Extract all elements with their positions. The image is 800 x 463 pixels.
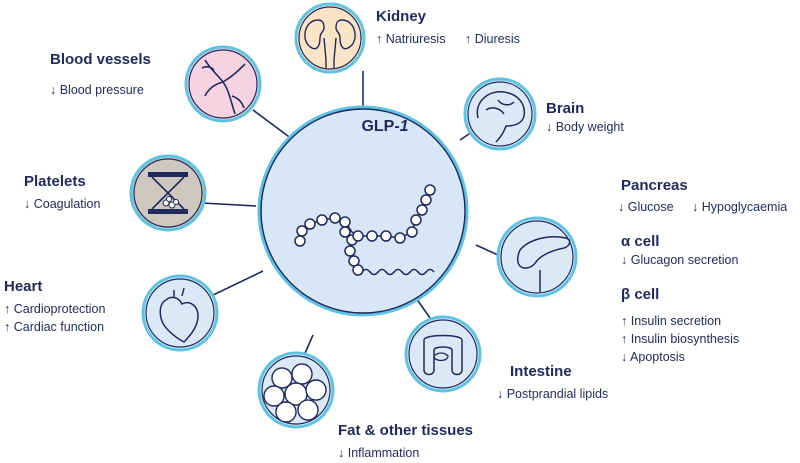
connector-blood-vessels bbox=[252, 109, 293, 140]
fat-cells-icon bbox=[257, 351, 335, 429]
pancreas-title: Pancreas bbox=[621, 177, 688, 194]
beta-cell-effect-apoptosis: ↓ Apoptosis bbox=[621, 350, 685, 364]
beta-cell-title: β cell bbox=[621, 286, 660, 303]
intestine-icon bbox=[404, 315, 482, 393]
blood-vessels-title: Blood vessels bbox=[50, 51, 151, 68]
alpha-cell-title: α cell bbox=[621, 233, 660, 250]
brain-icon bbox=[463, 77, 537, 151]
blood-vessels-effect: ↓ Blood pressure bbox=[50, 83, 144, 97]
brain-effect: ↓ Body weight bbox=[546, 120, 624, 134]
kidney-effect-diuresis: ↑ Diuresis bbox=[465, 32, 520, 46]
center-label: GLP-1 bbox=[361, 118, 409, 135]
connector-heart bbox=[206, 270, 264, 299]
peptide-chain-icon bbox=[294, 184, 436, 276]
platelets-effect: ↓ Coagulation bbox=[24, 197, 101, 211]
heart-icon bbox=[141, 274, 219, 352]
pancreas-icon bbox=[496, 216, 578, 298]
connector-platelets bbox=[201, 202, 257, 207]
pancreas-effect-hypoglycaemia: ↓ Hypoglycaemia bbox=[692, 200, 788, 214]
kidney-icon bbox=[294, 2, 366, 74]
connector-pancreas bbox=[475, 244, 499, 256]
brain-title: Brain bbox=[546, 100, 585, 117]
fat-title: Fat & other tissues bbox=[338, 422, 474, 439]
heart-title: Heart bbox=[4, 278, 43, 295]
center-circle bbox=[257, 105, 469, 317]
fat-effect: ↓ Inflammation bbox=[338, 446, 420, 460]
beta-cell-effect-insulin-secretion: ↑ Insulin secretion bbox=[621, 314, 722, 328]
heart-effect-cardioprotection: ↑ Cardioprotection bbox=[4, 302, 106, 316]
intestine-title: Intestine bbox=[510, 363, 572, 380]
beta-cell-effect-insulin-biosynthesis: ↑ Insulin biosynthesis bbox=[621, 332, 740, 346]
connector-intestine bbox=[415, 297, 431, 319]
intestine-effect: ↓ Postprandial lipids bbox=[497, 387, 609, 401]
pancreas-effect-glucose: ↓ Glucose bbox=[618, 200, 674, 214]
platelets-icon bbox=[129, 154, 207, 232]
blood-vessels-icon bbox=[184, 45, 262, 123]
kidney-title: Kidney bbox=[376, 8, 427, 25]
kidney-effect-natriuresis: ↑ Natriuresis bbox=[376, 32, 446, 46]
heart-effect-cardiac-function: ↑ Cardiac function bbox=[4, 320, 105, 334]
connector-lines bbox=[201, 71, 499, 361]
alpha-cell-effect: ↓ Glucagon secretion bbox=[621, 253, 739, 267]
platelets-title: Platelets bbox=[24, 173, 86, 190]
